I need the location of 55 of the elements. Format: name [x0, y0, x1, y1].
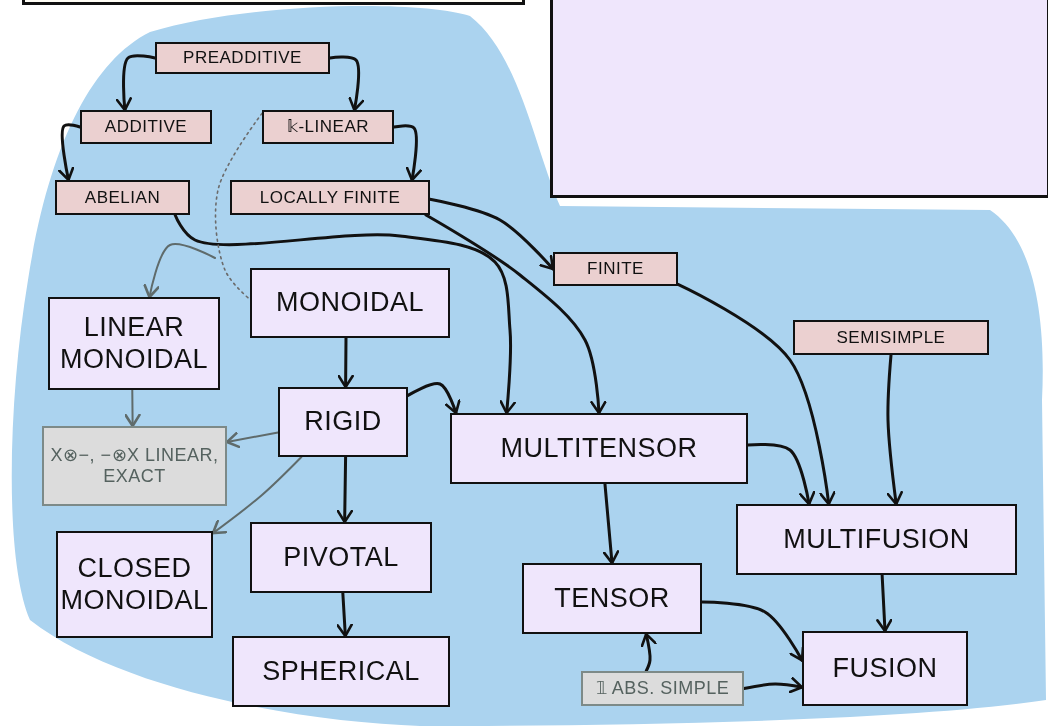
structure-box	[802, 631, 968, 706]
structure-box	[250, 268, 450, 338]
node-label: PREADDITIVE	[183, 48, 302, 68]
node-label: PIVOTAL	[283, 541, 399, 573]
arrow	[337, 336, 354, 389]
dotted-connector	[214, 112, 263, 301]
node-label: ABELIAN	[84, 187, 161, 208]
arrow	[886, 353, 903, 506]
node-label: 𝟙 ABS. SIMPLE	[595, 678, 730, 699]
node-label: TENSOR	[554, 582, 670, 614]
node-label: CLOSED MONOIDAL	[59, 553, 210, 616]
arrow	[336, 455, 354, 524]
condition-box	[581, 671, 744, 706]
node-label: SPHERICAL	[262, 655, 420, 687]
arrow	[676, 282, 836, 506]
arrow	[173, 213, 516, 415]
structure-box	[736, 504, 1017, 575]
node-label: X⊗−, −⊗X LINEAR, EXACT	[49, 445, 220, 487]
condition-box	[42, 426, 227, 506]
structure-box	[522, 563, 702, 634]
structure-box	[450, 413, 748, 484]
structure-box	[56, 531, 213, 638]
arrow	[124, 389, 141, 428]
arrow	[211, 456, 303, 535]
node-label: 𝕜-LINEAR	[286, 117, 370, 137]
node-label: RIGID	[304, 406, 382, 438]
structure-box	[250, 522, 432, 593]
arrow	[424, 213, 607, 415]
empty-panel	[550, 0, 1048, 198]
arrow	[336, 591, 353, 638]
arrow	[640, 632, 657, 673]
property-box	[553, 252, 678, 286]
arrow	[602, 482, 620, 565]
structure-box	[48, 297, 220, 390]
property-box	[262, 110, 394, 144]
arrow	[143, 243, 216, 299]
property-box	[230, 180, 430, 215]
property-box	[155, 42, 330, 74]
node-label: LOCALLY FINITE	[259, 187, 401, 208]
property-box	[55, 180, 190, 215]
node-label: SEMISIMPLE	[836, 327, 946, 348]
node-label: MONOIDAL	[276, 287, 424, 319]
node-label: MULTIFUSION	[783, 523, 970, 555]
arrow	[876, 573, 893, 633]
node-label: FUSION	[832, 652, 938, 684]
structure-box	[278, 387, 408, 457]
node-label: MULTITENSOR	[500, 432, 698, 464]
node-label: ADDITIVE	[104, 117, 188, 137]
node-label: FINITE	[587, 259, 644, 279]
property-box	[793, 320, 989, 355]
node-label: LINEAR MONOIDAL	[59, 312, 209, 375]
arrow	[115, 54, 157, 112]
property-box	[80, 110, 212, 144]
arrow	[58, 123, 82, 182]
structure-box	[232, 636, 450, 707]
